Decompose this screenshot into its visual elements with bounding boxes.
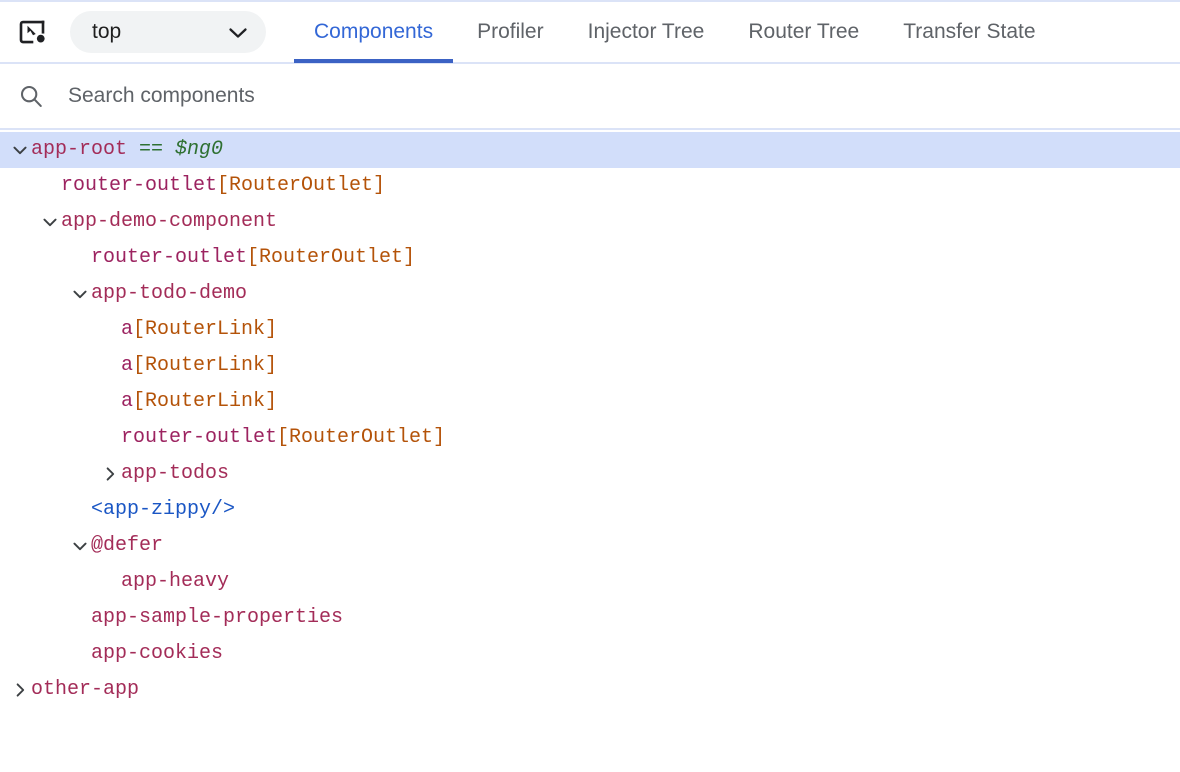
node-label-part: app-root [31,138,128,161]
node-label-part: [RouterLink] [133,354,278,377]
tree-row[interactable]: app-todos [0,456,1180,492]
tab-profiler[interactable]: Profiler [455,1,566,63]
node-label-part: router-outlet [121,426,278,449]
tree-row[interactable]: router-outlet[RouterOutlet] [0,168,1180,204]
node-label-part: @defer [91,534,164,557]
tree-row[interactable]: @defer [0,528,1180,564]
tab-router-tree[interactable]: Router Tree [726,1,881,63]
node-label-part: router-outlet [61,174,218,197]
tree-row[interactable]: app-sample-properties [0,600,1180,636]
tree-row[interactable]: app-cookies [0,636,1180,672]
tab-transfer-state[interactable]: Transfer State [881,1,1057,63]
tree-node-label: a[RouterLink] [121,348,277,384]
frame-selector[interactable]: top [70,11,266,53]
node-label-part: app-todos [121,462,230,485]
tab-components[interactable]: Components [292,1,455,63]
tree-row[interactable]: a[RouterLink] [0,384,1180,420]
chevron-down-icon [228,26,248,38]
tree-row[interactable]: <app-zippy/> [0,492,1180,528]
tree-node-label: <app-zippy/> [91,492,235,528]
tab-router-tree-label: Router Tree [748,20,860,43]
node-label-part: [RouterOutlet] [247,246,416,269]
search-input[interactable] [68,81,1180,111]
tree-node-label: app-heavy [121,564,229,600]
node-label-part: [RouterOutlet] [277,426,446,449]
node-label-part: router-outlet [91,246,248,269]
tree-node-label: app-cookies [91,636,223,672]
node-label-part: a [121,390,134,413]
node-label-part: [RouterLink] [133,318,278,341]
node-label-part: other-app [31,678,140,701]
tree-node-label: a[RouterLink] [121,312,277,348]
node-label-part: app-todo-demo [91,282,248,305]
tree-row[interactable]: app-todo-demo [0,276,1180,312]
node-label-part: == [139,138,164,161]
tree-row[interactable]: app-root == $ng0 [0,132,1180,168]
node-label-part: $ng0 [175,138,224,161]
node-label-part: app-sample-properties [91,606,344,629]
chevron-down-icon[interactable] [42,214,58,230]
search-bar [0,64,1180,130]
node-label-part: <app-zippy/> [91,498,236,521]
toolbar: top Components Profiler Injector Tree Ro… [0,2,1180,64]
chevron-right-icon[interactable] [12,682,28,698]
frame-selector-value: top [92,20,122,43]
tree-node-label: a[RouterLink] [121,384,277,420]
chevron-right-icon[interactable] [102,466,118,482]
tree-row[interactable]: router-outlet[RouterOutlet] [0,420,1180,456]
tab-components-label: Components [314,20,434,43]
node-label-part: a [121,354,134,377]
tree-node-label: app-todo-demo [91,276,247,312]
tree-node-label: router-outlet[RouterOutlet] [61,168,385,204]
node-label-part: app-demo-component [61,210,278,233]
chevron-down-icon[interactable] [72,286,88,302]
tree-row[interactable]: other-app [0,672,1180,708]
tree-node-label: router-outlet[RouterOutlet] [91,240,415,276]
tree-node-label: app-root == $ng0 [31,132,223,168]
tab-profiler-label: Profiler [477,20,544,43]
tab-bar: Components Profiler Injector Tree Router… [292,1,1058,63]
tree-node-label: app-sample-properties [91,600,343,636]
inspect-element-button[interactable] [14,13,52,51]
search-icon [18,83,44,109]
tree-row[interactable]: a[RouterLink] [0,348,1180,384]
tree-node-label: other-app [31,672,139,708]
node-label-part: [RouterOutlet] [217,174,386,197]
tree-node-label: router-outlet[RouterOutlet] [121,420,445,456]
inspect-element-icon [18,17,48,47]
tab-transfer-state-label: Transfer State [903,20,1036,43]
tree-row[interactable]: router-outlet[RouterOutlet] [0,240,1180,276]
chevron-down-icon[interactable] [72,538,88,554]
tree-node-label: app-demo-component [61,204,277,240]
tree-row[interactable]: app-demo-component [0,204,1180,240]
chevron-down-icon[interactable] [12,142,28,158]
tab-injector-tree[interactable]: Injector Tree [566,1,727,63]
tree-node-label: @defer [91,528,163,564]
tree-row[interactable]: a[RouterLink] [0,312,1180,348]
tab-injector-tree-label: Injector Tree [587,20,705,43]
tree-row[interactable]: app-heavy [0,564,1180,600]
node-label-part: [RouterLink] [133,390,278,413]
tree-node-label: app-todos [121,456,229,492]
node-label-part: a [121,318,134,341]
node-label-part: app-heavy [121,570,230,593]
node-label-part: app-cookies [91,642,224,665]
